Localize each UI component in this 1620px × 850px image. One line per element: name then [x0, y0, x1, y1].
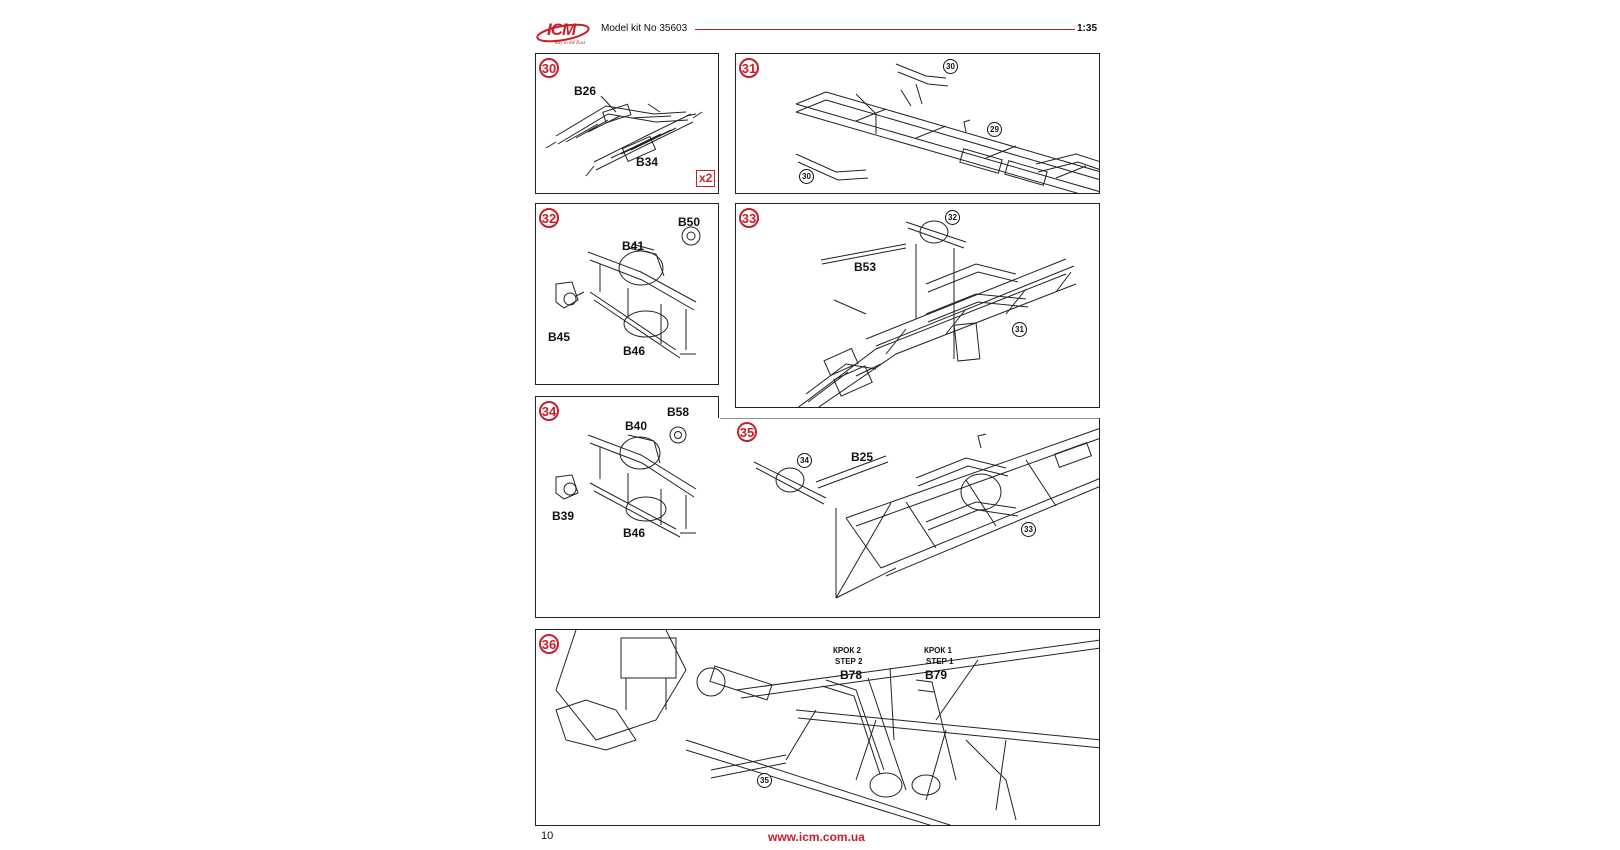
step-35-panel: 35 B25 34 33 [535, 418, 1100, 618]
ref-34: 34 [797, 453, 812, 468]
part-label-b46: B46 [623, 344, 646, 358]
part-label-b79: B79 [925, 668, 948, 682]
part-label-b40: B40 [625, 419, 648, 433]
step-1-label-en: STEP 1 [926, 657, 954, 666]
ref-29: 29 [987, 122, 1002, 137]
front-axle-install-drawing [536, 418, 1100, 618]
step-34-badge: 34 [539, 401, 559, 421]
step-33-badge: 33 [739, 208, 759, 228]
part-label-b25: B25 [851, 450, 874, 464]
page-number: 10 [541, 830, 554, 842]
part-label-b78: B78 [840, 668, 863, 682]
ref-35: 35 [757, 773, 772, 788]
scale-label: 1:35 [1077, 23, 1098, 34]
rear-axle-drawing [536, 204, 719, 385]
kit-title: Model kit No 35603 [601, 23, 688, 34]
step-1-label-ua: КРОК 1 [924, 646, 952, 655]
driveshaft-install-drawing [536, 630, 1100, 826]
ref-32: 32 [945, 210, 960, 225]
ref-33: 33 [1021, 522, 1036, 537]
part-label-b53: B53 [854, 260, 877, 274]
leaf-spring-drawing [536, 54, 719, 194]
ref-30-top: 30 [943, 59, 958, 74]
icm-logo [536, 23, 590, 43]
step-2-label-ua: КРОК 2 [833, 646, 861, 655]
step-33-panel: 33 B53 32 31 [735, 203, 1100, 408]
step-30-badge: 30 [539, 58, 559, 78]
step-2-label-en: STEP 2 [835, 657, 863, 666]
part-label-b46-step34: B46 [623, 526, 646, 540]
part-label-b34: B34 [636, 155, 659, 169]
step-31-panel: 31 30 29 30 [735, 53, 1100, 194]
header-rule [695, 29, 1075, 30]
part-label-b41: B41 [622, 239, 645, 253]
part-label-b26: B26 [574, 84, 597, 98]
step-32-panel: 32 B50 B41 B45 B46 [535, 203, 719, 385]
ref-30-bottom: 30 [799, 169, 814, 184]
ref-31: 31 [1012, 322, 1027, 337]
part-label-b39: B39 [552, 509, 575, 523]
website-link[interactable]: www.icm.com.ua [768, 830, 865, 844]
step-34-panel: 34 B58 B40 B39 B46 [535, 396, 719, 563]
logo-tagline: Way in the Past [554, 41, 586, 46]
logo-text: ICM [547, 20, 576, 39]
header: ICM Way in the Past Model kit No 35603 1… [535, 18, 1098, 52]
part-label-b50: B50 [678, 215, 701, 229]
step-36-panel: 36 КРОК 2 STEP 2 B78 КРОК 1 STEP 1 B79 3… [535, 629, 1100, 826]
step-30-panel: 30 B26 B34 x2 [535, 53, 719, 194]
step-35-badge: 35 [737, 422, 757, 442]
front-axle-drawing [536, 397, 719, 563]
step-36-badge: 36 [539, 634, 559, 654]
part-label-b45: B45 [548, 330, 571, 344]
part-label-b58: B58 [667, 405, 690, 419]
step-32-badge: 32 [539, 208, 559, 228]
axle-install-drawing [736, 204, 1100, 408]
step-31-badge: 31 [739, 58, 759, 78]
multiplier-badge: x2 [696, 170, 716, 187]
chassis-frame-drawing [736, 54, 1100, 194]
